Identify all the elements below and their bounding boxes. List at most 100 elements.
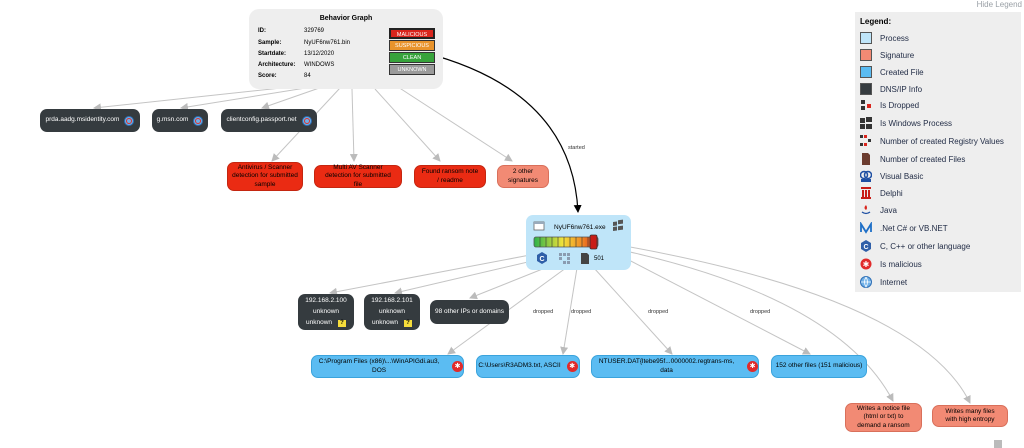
- field-key-sample: Sample:: [258, 40, 282, 46]
- legend-item-created-files: Number of created Files: [860, 152, 965, 166]
- process-node[interactable]: C NyUF6nw761.exe 501: [526, 215, 631, 270]
- file-node-winapigdi[interactable]: C:\Program Files (x86)\...\WinAPIGdi.au3…: [311, 355, 464, 378]
- zoom-control-icon[interactable]: [994, 440, 1002, 448]
- legend-item-process: Process: [860, 31, 909, 45]
- malicious-icon: ✱: [566, 361, 578, 372]
- field-key-startdate: Startdate:: [258, 51, 287, 57]
- internet-icon: [301, 115, 312, 126]
- legend-item-malicious: ✱ Is malicious: [860, 257, 922, 271]
- file-swatch: [860, 66, 872, 78]
- domain-node-msidentity[interactable]: prda.aadg.msidentity.com: [40, 109, 140, 132]
- malicious-icon: ✱: [452, 361, 463, 372]
- edge-label-started: started: [568, 145, 585, 151]
- legend-label: Is malicious: [880, 259, 922, 269]
- signature-ransom-notice[interactable]: Writes a notice file (html or txt) to de…: [845, 403, 922, 432]
- domain-label: g.msn.com: [156, 116, 189, 124]
- legend-item-c-language: C C, C++ or other language: [860, 239, 970, 253]
- window-icon: [533, 221, 545, 231]
- other-ips-node[interactable]: 98 other IPs or domains: [430, 300, 509, 324]
- legend-item-visual-basic: Visual Basic: [860, 169, 923, 183]
- ip-status: unknown: [312, 307, 340, 315]
- ip-country: unknown: [305, 319, 333, 327]
- edge-label-dropped-1: dropped: [533, 309, 553, 315]
- legend-label: Is Windows Process: [880, 118, 953, 128]
- files-icon: [862, 153, 870, 165]
- legend-panel: Legend: Process Signature Created File D…: [855, 12, 1021, 292]
- file-node-other[interactable]: 152 other files (151 malicious): [771, 355, 867, 378]
- malicious-icon: ✱: [747, 361, 758, 372]
- hide-legend-button[interactable]: Hide Legend: [976, 0, 1022, 9]
- summary-title: Behavior Graph: [319, 15, 373, 22]
- signature-multi-av-detection[interactable]: Multi AV Scanner detection for submitted…: [314, 164, 402, 188]
- svg-text:✱: ✱: [863, 260, 870, 269]
- legend-label: .Net C# or VB.NET: [880, 223, 948, 233]
- edge-label-dropped-2: dropped: [571, 309, 591, 315]
- domain-label: clientconfig.passport.net: [226, 116, 297, 124]
- process-name: NyUF6nw761.exe: [554, 224, 606, 231]
- legend-label: Is Dropped: [880, 100, 920, 110]
- file-label: C:\Program Files (x86)\...\WinAPIGdi.au3…: [318, 358, 440, 374]
- files-count: 501: [594, 256, 605, 262]
- legend-label: Java: [880, 205, 897, 215]
- unknown-flag-icon: ?: [404, 319, 413, 327]
- verdict-unknown: UNKNOWN: [389, 64, 435, 75]
- verdict-malicious: MALICIOUS: [389, 28, 435, 39]
- legend-label: Signature: [880, 50, 915, 60]
- ip-node-101[interactable]: 192.168.2.101 unknown unknown?: [364, 294, 420, 330]
- legend-item-windows-process: Is Windows Process: [860, 116, 952, 130]
- ip-status: unknown: [378, 307, 406, 315]
- verdict-suspicious: SUSPICIOUS: [389, 40, 435, 51]
- behavior-graph-summary[interactable]: Behavior Graph ID: 329769 Sample: NyUF6n…: [249, 9, 443, 89]
- field-key-id: ID:: [258, 28, 266, 34]
- file-node-ntuser[interactable]: NTUSER.DAT{ltebe95f...0000002.regtrans-m…: [591, 355, 759, 378]
- internet-icon: [193, 115, 204, 126]
- file-label: NTUSER.DAT{ltebe95f...0000002.regtrans-m…: [598, 358, 735, 374]
- process-swatch: [860, 32, 872, 44]
- file-label: C:\Users\R3ADM3.txt, ASCII: [478, 362, 561, 370]
- legend-label: Created File: [880, 67, 924, 77]
- internet-icon: [124, 115, 135, 126]
- signature-other[interactable]: 2 other signatures: [497, 165, 549, 188]
- field-value-id: 329769: [304, 28, 325, 34]
- field-value-architecture: WINDOWS: [304, 62, 335, 68]
- legend-item-dropped: Is Dropped: [860, 98, 919, 112]
- legend-label: C, C++ or other language: [880, 241, 971, 251]
- edge-label-dropped-4: dropped: [750, 309, 770, 315]
- signature-ransom-note[interactable]: Found ransom note / readme: [414, 165, 486, 188]
- registry-icon: [559, 253, 570, 264]
- legend-item-internet: Internet: [860, 275, 907, 289]
- visual-basic-icon: [860, 170, 872, 182]
- files-icon: [581, 253, 589, 264]
- legend-item-java: Java: [860, 203, 897, 217]
- dropped-icon: [861, 100, 871, 110]
- ip-country: unknown: [371, 319, 399, 327]
- legend-label: Internet: [880, 277, 908, 287]
- ip-address: 192.168.2.101: [371, 296, 413, 304]
- domain-node-passport[interactable]: clientconfig.passport.net: [221, 109, 317, 132]
- malicious-icon: ✱: [860, 258, 872, 270]
- ip-address: 192.168.2.100: [305, 296, 347, 304]
- legend-label: Number of created Registry Values: [880, 136, 1004, 146]
- legend-title: Legend:: [860, 17, 892, 26]
- verdict-clean: CLEAN: [389, 52, 435, 63]
- windows-logo-icon: [613, 219, 623, 231]
- legend-item-dotnet: .Net C# or VB.NET: [860, 221, 948, 235]
- java-icon: [861, 205, 871, 215]
- domain-label: prda.aadg.msidentity.com: [45, 116, 120, 124]
- signature-antivirus-detection[interactable]: Antivirus / Scanner detection for submit…: [227, 162, 303, 191]
- delphi-icon: [861, 187, 871, 199]
- svg-text:C: C: [539, 256, 544, 263]
- field-key-score: Score:: [258, 73, 277, 79]
- field-value-sample: NyUF6nw761.bin: [304, 40, 351, 46]
- registry-icon: [860, 135, 871, 146]
- legend-item-signature: Signature: [860, 48, 914, 62]
- legend-item-registry: Number of created Registry Values: [860, 134, 1004, 148]
- domain-node-msn[interactable]: g.msn.com: [152, 109, 208, 132]
- file-node-readme[interactable]: C:\Users\R3ADM3.txt, ASCII ✱: [476, 355, 580, 378]
- ip-node-100[interactable]: 192.168.2.100 unknown unknown?: [298, 294, 354, 330]
- field-value-score: 84: [304, 73, 311, 79]
- process-graphics: C: [533, 219, 623, 264]
- signature-high-entropy[interactable]: Writes many files with high entropy: [932, 405, 1008, 427]
